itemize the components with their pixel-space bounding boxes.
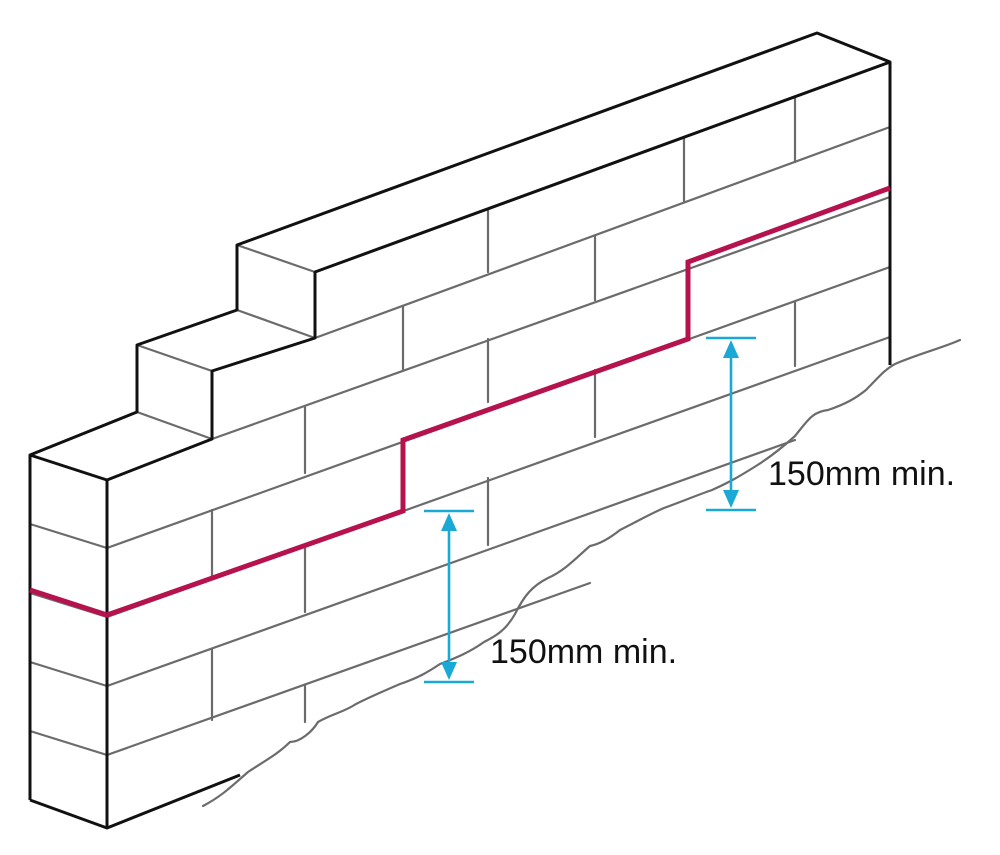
dimension-upper [706,336,756,512]
ground-line [201,338,962,808]
wall-front-face [107,62,890,828]
dimension-lower [424,509,474,684]
wall-end-face [30,455,107,828]
dimension-label-lower: 150mm min. [490,633,678,671]
wall-top-surface [237,33,890,338]
dimension-label-upper: 150mm min. [768,455,956,493]
wall-outline [28,31,892,830]
damp-proof-course-line [29,185,891,618]
wall-faces [30,33,890,828]
